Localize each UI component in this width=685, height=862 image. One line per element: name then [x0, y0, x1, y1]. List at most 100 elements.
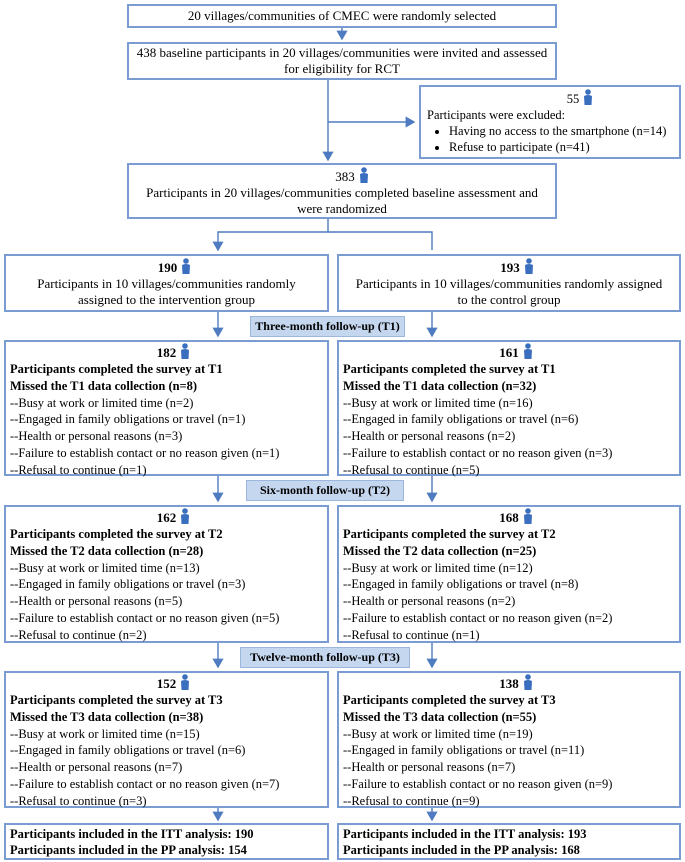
missed-text: Missed the T1 data collection (n=32): [343, 378, 537, 393]
person-icon: [523, 343, 533, 359]
missed-reason: --Failure to establish contact or no rea…: [343, 776, 613, 791]
person-icon: [523, 508, 533, 524]
count-line: 182: [10, 343, 323, 361]
missed-reason: --Refusal to continue (n=3): [10, 793, 147, 808]
randomized-box: 383 Participants in 20 villages/communit…: [127, 163, 557, 219]
excluded-reason: Having no access to the smartphone (n=14…: [449, 123, 673, 139]
missed-reason: --Engaged in family obligations or trave…: [10, 577, 246, 592]
missed-reason: --Engaged in family obligations or trave…: [343, 743, 585, 758]
missed-reason: --Busy at work or limited time (n=13): [10, 560, 200, 575]
missed-reason: --Busy at work or limited time (n=2): [10, 395, 194, 410]
completed-text: Participants completed the survey at T3: [343, 693, 556, 707]
assessed-text: 438 baseline participants in 20 villages…: [136, 45, 548, 76]
missed-reason: --Refusal to continue (n=9): [343, 793, 480, 808]
missed-reason: --Busy at work or limited time (n=15): [10, 726, 200, 741]
completed-text: Participants completed the survey at T1: [343, 362, 556, 376]
missed-reason: --Failure to establish contact or no rea…: [343, 445, 613, 460]
intervention-count-line: 190: [18, 258, 315, 276]
control-group-text: Participants in 10 villages/communities …: [355, 276, 663, 307]
missed-reason: --Refusal to continue (n=1): [10, 462, 147, 477]
count-line: 138: [343, 674, 675, 692]
randomized-text: Participants in 20 villages/communities …: [146, 185, 538, 216]
missed-reason: --Engaged in family obligations or trave…: [10, 412, 246, 427]
control-t1-box: 161 Participants completed the survey at…: [337, 340, 681, 477]
excluded-reason: Refuse to participate (n=41): [449, 139, 673, 155]
completed-text: Participants completed the survey at T2: [343, 527, 556, 541]
missed-reason: --Health or personal reasons (n=3): [10, 429, 183, 444]
arrow-split-right: [328, 231, 433, 250]
randomized-count: 383: [335, 169, 355, 184]
intervention-analysis-box: Participants included in the ITT analysi…: [4, 823, 329, 860]
count-line: 162: [10, 508, 323, 526]
missed-reason: --Health or personal reasons (n=2): [343, 594, 516, 609]
person-icon: [181, 258, 191, 274]
count-line: 168: [343, 508, 675, 526]
missed-reason: --Failure to establish contact or no rea…: [10, 776, 280, 791]
control-count-line: 193: [353, 258, 665, 276]
person-icon: [180, 674, 190, 690]
intervention-group-box: 190 Participants in 10 villages/communit…: [4, 254, 329, 312]
pp-text: Participants included in the PP analysis…: [343, 843, 580, 857]
completed-count: 152: [156, 676, 177, 691]
missed-reason: --Health or personal reasons (n=7): [10, 760, 183, 775]
missed-reason: --Failure to establish contact or no rea…: [10, 445, 280, 460]
person-icon: [523, 674, 533, 690]
stage-label-t2: Six-month follow-up (T2): [246, 480, 404, 501]
stage-label-text: Three-month follow-up (T1): [255, 319, 400, 333]
person-icon: [180, 343, 190, 359]
missed-reason: --Busy at work or limited time (n=12): [343, 560, 533, 575]
completed-text: Participants completed the survey at T3: [10, 693, 223, 707]
count-line: 161: [343, 343, 675, 361]
missed-reason: --Health or personal reasons (n=7): [343, 760, 516, 775]
missed-reason: --Health or personal reasons (n=5): [10, 594, 183, 609]
missed-reason: --Refusal to continue (n=1): [343, 627, 480, 642]
selected-text: 20 villages/communities of CMEC were ran…: [187, 8, 497, 23]
missed-text: Missed the T2 data collection (n=28): [10, 543, 204, 558]
excluded-count-line: 55: [427, 89, 673, 107]
randomized-count-line: 383: [137, 167, 547, 185]
stage-label-text: Twelve-month follow-up (T3): [250, 650, 400, 664]
completed-count: 138: [499, 676, 519, 691]
missed-reason: --Refusal to continue (n=2): [10, 627, 147, 642]
missed-reason: --Engaged in family obligations or trave…: [10, 743, 246, 758]
itt-text: Participants included in the ITT analysi…: [343, 827, 587, 841]
stage-label-t3: Twelve-month follow-up (T3): [240, 647, 410, 668]
missed-reason: --Failure to establish contact or no rea…: [10, 610, 280, 625]
completed-count: 168: [499, 510, 519, 525]
excluded-box: 55 Participants were excluded: Having no…: [419, 85, 681, 159]
completed-text: Participants completed the survey at T2: [10, 527, 223, 541]
control-t2-box: 168 Participants completed the survey at…: [337, 505, 681, 643]
arrow-split: [212, 218, 329, 252]
control-group-box: 193 Participants in 10 villages/communit…: [337, 254, 681, 312]
completed-count: 161: [499, 345, 519, 360]
excluded-title: Participants were excluded:: [427, 108, 566, 122]
person-icon: [583, 89, 593, 105]
person-icon: [524, 258, 534, 274]
selected-box: 20 villages/communities of CMEC were ran…: [127, 4, 557, 28]
stage-label-t1: Three-month follow-up (T1): [250, 316, 405, 337]
count-line: 152: [10, 674, 323, 692]
control-t3-box: 138 Participants completed the survey at…: [337, 671, 681, 808]
missed-reason: --Busy at work or limited time (n=16): [343, 395, 533, 410]
completed-count: 182: [156, 345, 177, 360]
completed-count: 162: [156, 510, 177, 525]
itt-text: Participants included in the ITT analysi…: [10, 827, 254, 841]
stage-label-text: Six-month follow-up (T2): [259, 483, 390, 497]
missed-text: Missed the T3 data collection (n=55): [343, 709, 537, 724]
missed-reason: --Busy at work or limited time (n=19): [343, 726, 533, 741]
pp-text: Participants included in the PP analysis…: [10, 843, 247, 857]
excluded-reasons: Having no access to the smartphone (n=14…: [427, 123, 673, 155]
missed-reason: --Failure to establish contact or no rea…: [343, 610, 613, 625]
completed-text: Participants completed the survey at T1: [10, 362, 223, 376]
missed-reason: --Refusal to continue (n=5): [343, 462, 480, 477]
person-icon: [359, 167, 369, 183]
assessed-box: 438 baseline participants in 20 villages…: [127, 42, 557, 80]
missed-text: Missed the T3 data collection (n=38): [10, 709, 204, 724]
control-analysis-box: Participants included in the ITT analysi…: [337, 823, 681, 860]
missed-text: Missed the T1 data collection (n=8): [10, 378, 198, 393]
missed-reason: --Health or personal reasons (n=2): [343, 429, 516, 444]
intervention-group-text: Participants in 10 villages/communities …: [37, 276, 296, 307]
excluded-count: 55: [566, 92, 580, 106]
missed-text: Missed the T2 data collection (n=25): [343, 543, 537, 558]
